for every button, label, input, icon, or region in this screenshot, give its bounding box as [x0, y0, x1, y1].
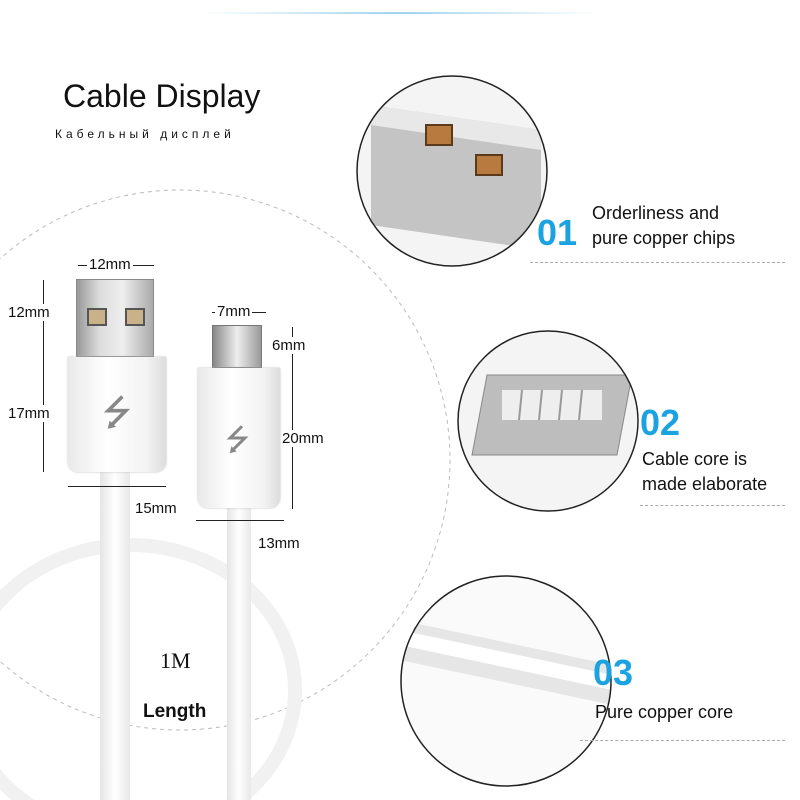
separator [580, 740, 785, 741]
dimension-line [196, 520, 284, 521]
cable-coil [0, 538, 302, 800]
feature-number-03: 03 [593, 652, 634, 693]
feature-text-01: Orderliness and pure copper chips [592, 201, 735, 251]
usb-symbol-icon: ⭍ [225, 424, 250, 457]
length-label: Length [143, 701, 207, 722]
dimension-line [292, 327, 293, 509]
dim-micro-width: 7mm [215, 303, 253, 320]
separator [530, 262, 785, 263]
feature-text-line: Pure copper core [595, 702, 734, 722]
dim-micro-plug-length: 6mm [272, 337, 306, 354]
length-value: 1M [160, 648, 191, 673]
micro-usb-body: ⭍ [198, 368, 280, 508]
feature-text-line: Orderliness and [592, 203, 720, 223]
dimension-line [68, 486, 166, 487]
dim-usb-a-body-width: 15mm [135, 500, 177, 517]
feature-text-line: Cable core is [642, 449, 748, 469]
decorative-dashed-circle [0, 189, 451, 731]
page-subtitle: Кабельный дисплей [55, 127, 235, 141]
page-title: Cable Display [63, 78, 261, 114]
feature-text-line: made elaborate [642, 474, 768, 494]
dimension-line [43, 280, 44, 472]
micro-usb-metal-plug [212, 325, 262, 368]
contact-icon [87, 308, 107, 326]
connector-pins-icon [502, 389, 602, 421]
usb-a-body: ⭍ [68, 357, 166, 472]
detail-circle-micro-core [457, 330, 639, 512]
detail-circle-usb-chips [356, 75, 548, 267]
separator [640, 505, 785, 506]
feature-number-02: 02 [640, 402, 681, 443]
feature-number-01: 01 [537, 212, 578, 253]
usb-a-metal-plug [76, 279, 154, 357]
feature-text-03: Pure copper core [595, 700, 733, 725]
contact-icon [125, 308, 145, 326]
usb-a-cable [100, 470, 130, 800]
dim-usb-a-plug-length: 12mm [8, 304, 50, 321]
dim-usb-a-body-length: 17mm [8, 405, 50, 422]
dim-usb-a-width: 12mm [87, 256, 133, 273]
feature-text-02: Cable core is made elaborate [642, 447, 767, 497]
dim-micro-body-length: 20mm [282, 430, 324, 447]
feature-text-line: pure copper chips [592, 228, 736, 248]
copper-chip-icon [475, 154, 503, 176]
copper-chip-icon [425, 124, 453, 146]
detail-circle-copper-core [400, 575, 612, 787]
usb-symbol-icon: ⭍ [102, 392, 132, 433]
micro-usb-cable [227, 505, 251, 800]
dim-micro-body-width: 13mm [258, 535, 300, 552]
top-decor-line [200, 12, 600, 14]
